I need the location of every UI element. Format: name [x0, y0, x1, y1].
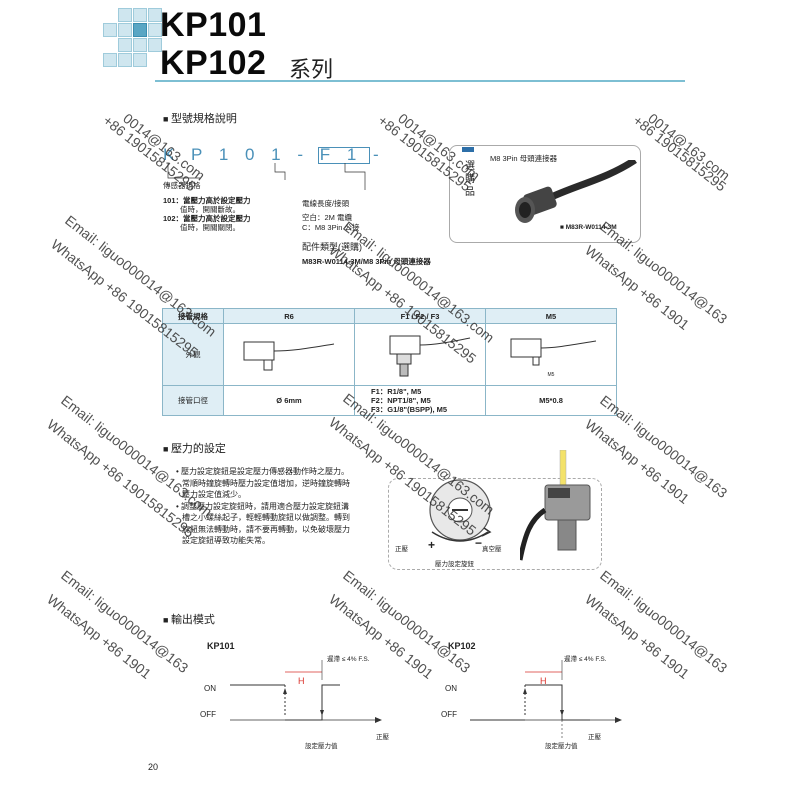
header-r6: R6 — [223, 308, 355, 324]
bullet2-line4: 設定旋鈕導致功能失常。 — [182, 536, 270, 545]
section-output-mode: 輸出模式 — [163, 611, 215, 627]
kp101-h: H — [298, 676, 305, 686]
model-code-leaders — [167, 163, 366, 190]
bullet2-line1: • 調整壓力設定旋鈕時，請用適合壓力設定旋鈕溝 — [176, 501, 350, 511]
r6-sensor-icon — [243, 341, 335, 370]
row-label-appearance: 外觀 — [162, 323, 224, 386]
bullet1-line3: 壓力設定值減少。 — [182, 490, 246, 499]
type-102-line2: 值時，開關關閉。 — [180, 223, 240, 232]
pipe-spec-table: 接管規格 R6 F1 / F2 / F3 M5 外觀 — [162, 308, 617, 416]
kp102-on-label: ON — [445, 684, 457, 693]
kp101-on-label: ON — [204, 684, 216, 693]
type-102-line1: 102：當壓力高於設定壓力 — [163, 214, 251, 223]
kp101-label: KP101 — [207, 641, 235, 651]
m5-sensor-icon — [510, 338, 597, 366]
model-code: K P 1 0 1 - F 1 - — [163, 145, 385, 164]
pressure-instructions: • 壓力設定旋鈕是設定壓力傳感器動作時之壓力。 常順時鐘旋轉時壓力設定值增加，逆… — [176, 466, 350, 547]
type-101-line2: 值時，開關斷故。 — [180, 205, 240, 214]
kp101-output-diagram — [230, 660, 382, 723]
section-pressure-setting: 壓力的設定 — [163, 440, 226, 456]
bullet2-line3: 旋鈕無法轉動時，請不要再轉動，以免破壞壓力 — [182, 524, 350, 534]
header-rule — [155, 80, 685, 82]
pipe-f1: F1：R1/8", M5 — [371, 387, 422, 396]
cable-label: 電線長度/接頭 — [302, 199, 350, 208]
kp102-positive: 正壓 — [588, 734, 601, 741]
header-f1f2f3: F1 / F2 / F3 — [354, 308, 486, 324]
section-model-spec: 型號規格說明 — [163, 110, 237, 126]
kp101-hysteresis: 遲滯 ≤ 4% F.S. — [327, 656, 370, 663]
sensor-photo — [520, 450, 591, 561]
kp102-off-label: OFF — [441, 710, 457, 719]
model-code-blank-box — [318, 147, 370, 164]
kp102-h: H — [540, 676, 547, 686]
connector-illustration — [515, 160, 637, 223]
kp101-setpoint: 設定壓力值 — [305, 743, 338, 750]
model-title-kp102: KP102 — [160, 44, 267, 82]
optional-marker — [462, 147, 474, 152]
connector-title: M8 3Pin 母頭連接器 — [490, 154, 558, 163]
pipe-f3: F3：G1/8"(BSPP), M5 — [371, 405, 448, 414]
optional-label: 選購品 — [465, 161, 475, 198]
f-sensor-icon — [389, 335, 471, 377]
accessory-label: 配件類型(選購) — [302, 242, 362, 252]
watermark-wa-9: +86 19015815295 — [630, 112, 730, 195]
cable-c: C：M8 3Pin 公接 — [302, 223, 360, 232]
page-number: 20 — [148, 762, 159, 772]
bullet1-line2: 常順時鐘旋轉時壓力設定值增加，逆時鐘旋轉時 — [182, 478, 350, 488]
optional-accessory-panel — [449, 145, 641, 243]
sensor-type-label: 傳感器規格 — [163, 181, 201, 190]
knob-diagram-frame — [388, 478, 602, 570]
bullet1-line1: • 壓力設定旋鈕是設定壓力傳感器動作時之壓力。 — [176, 467, 350, 476]
kp102-hysteresis: 遲滯 ≤ 4% F.S. — [564, 656, 607, 663]
m5-image: M5 — [485, 323, 617, 386]
kp101-positive: 正壓 — [376, 734, 389, 741]
row-label-pipe: 接管口徑 — [162, 385, 224, 416]
f-image — [354, 323, 486, 386]
kp102-setpoint: 設定壓力值 — [545, 743, 578, 750]
knob-positive-label: 正壓 — [395, 546, 408, 553]
knob-minus: − — [475, 536, 483, 550]
pipe-f: F1：R1/8", M5 F2：NPT1/8", M5 F3：G1/8"(BSP… — [354, 385, 486, 416]
model-title-kp101: KP101 — [160, 6, 267, 44]
accessory-value: M83R-W0114-3M/M8 3Pin 母頭連接器 — [302, 257, 431, 266]
bullet2-line2: 槽之小螺絲起子，輕輕轉動旋鈕以做調整。轉到 — [182, 513, 350, 522]
knob-plus: + — [428, 538, 436, 552]
pressure-knob-icon — [429, 479, 492, 542]
type-101-line1: 101：當壓力高於設定壓力 — [163, 196, 251, 205]
pipe-f2: F2：NPT1/8", M5 — [371, 396, 431, 405]
cable-blank: 空白：2M 電纜 — [302, 213, 353, 222]
connector-code: ■ M83R-W0114-3M — [560, 224, 617, 231]
m5-small-label: M5 — [547, 372, 555, 378]
kp102-output-diagram — [470, 660, 622, 738]
kp102-label: KP102 — [448, 641, 476, 651]
header-m5: M5 — [485, 308, 617, 324]
pipe-m5: M5*0.8 — [485, 385, 617, 416]
series-label: 系列 — [289, 57, 334, 82]
kp101-off-label: OFF — [200, 710, 216, 719]
pipe-r6: Ø 6mm — [223, 385, 355, 416]
knob-vacuum-label: 真空壓 — [482, 546, 502, 553]
knob-caption: 壓力設定旋鈕 — [435, 561, 474, 568]
r6-image — [223, 323, 355, 386]
